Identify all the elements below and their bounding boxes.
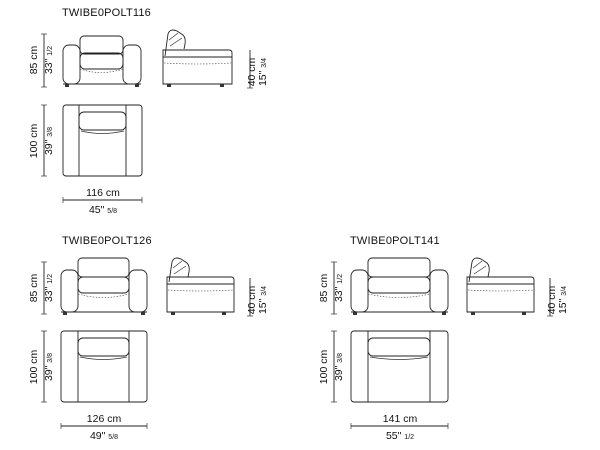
seat-cm-label: 40 cm <box>246 285 258 314</box>
model-block-141: TWIBE0POLT141 85 cm 33" 1/2 <box>318 235 569 442</box>
top-view <box>60 330 148 403</box>
depth-inch-label: 39" 3/8 <box>333 353 345 381</box>
width-dimension: 126 cm 49" 5/8 <box>60 413 148 442</box>
height-cm-label: 85 cm <box>28 45 40 74</box>
width-cm-label: 141 cm <box>383 413 418 425</box>
width-dimension: 116 cm 45" 5/8 <box>62 187 143 216</box>
depth-inch-label: 39" 3/8 <box>43 127 55 155</box>
depth-dimension: 100 cm 39" 3/8 <box>28 330 55 403</box>
model-code: TWIBE0POLT116 <box>62 7 151 19</box>
model-block-116: TWIBE0POLT116 85 cm 33" 1/2 <box>28 7 269 216</box>
front-view <box>60 257 148 315</box>
side-view <box>162 29 233 87</box>
height-dimension: 85 cm 33" 1/2 <box>28 261 55 315</box>
height-cm-label: 85 cm <box>28 273 40 302</box>
width-dimension: 141 cm 55" 1/2 <box>350 413 449 442</box>
width-cm-label: 126 cm <box>87 413 122 425</box>
width-inch-label: 45" 5/8 <box>89 204 117 216</box>
width-inch-label: 55" 1/2 <box>386 430 414 442</box>
seat-height-dimension: 40 cm 15" 3/4 <box>246 50 269 89</box>
depth-inch-label: 39" 3/8 <box>43 353 55 381</box>
height-cm-label: 85 cm <box>318 273 330 302</box>
model-block-126: TWIBE0POLT126 85 cm 33" 1/2 <box>28 235 269 442</box>
height-dimension: 85 cm 33" 1/2 <box>28 33 55 88</box>
seat-inch-label: 15" 3/4 <box>557 286 569 314</box>
depth-cm-label: 100 cm <box>28 124 40 159</box>
height-inch-label: 33" 1/2 <box>43 46 55 74</box>
front-view <box>62 35 142 87</box>
seat-cm-label: 40 cm <box>546 285 558 314</box>
side-view <box>166 257 235 315</box>
depth-cm-label: 100 cm <box>28 350 40 385</box>
height-dimension: 85 cm 33" 1/2 <box>318 261 345 315</box>
height-inch-label: 33" 1/2 <box>43 274 55 302</box>
seat-cm-label: 40 cm <box>246 57 258 86</box>
side-view <box>466 257 535 315</box>
front-view <box>350 257 449 315</box>
depth-dimension: 100 cm 39" 3/8 <box>28 104 55 177</box>
top-view <box>62 104 143 177</box>
seat-height-dimension: 40 cm 15" 3/4 <box>546 278 569 317</box>
width-inch-label: 49" 5/8 <box>90 430 118 442</box>
model-code: TWIBE0POLT126 <box>62 235 152 247</box>
width-cm-label: 116 cm <box>86 187 120 199</box>
seat-inch-label: 15" 3/4 <box>257 58 269 86</box>
top-view <box>350 330 449 403</box>
model-code: TWIBE0POLT141 <box>350 235 440 247</box>
seat-height-dimension: 40 cm 15" 3/4 <box>246 278 269 317</box>
height-inch-label: 33" 1/2 <box>333 274 345 302</box>
depth-dimension: 100 cm 39" 3/8 <box>318 330 345 403</box>
seat-inch-label: 15" 3/4 <box>257 286 269 314</box>
depth-cm-label: 100 cm <box>318 350 330 385</box>
